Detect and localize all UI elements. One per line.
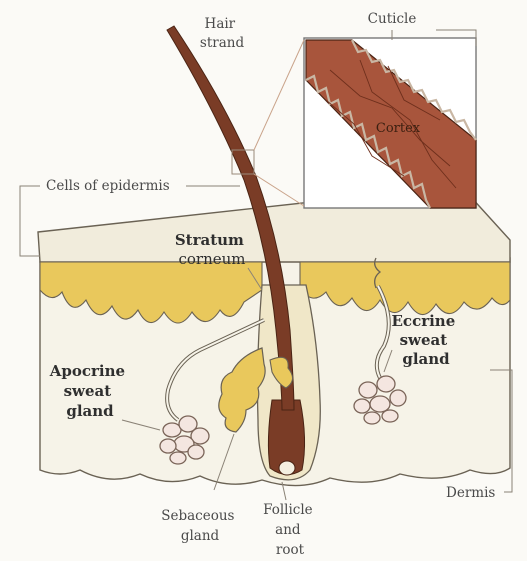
label-sebaceous-gland: Sebaceous gland: [161, 508, 239, 544]
label-dermis: Dermis: [446, 485, 495, 501]
label-cells-of-epidermis: Cells of epidermis: [46, 178, 170, 194]
zoom-line-top: [254, 40, 304, 150]
label-hair-strand: Hair strand: [200, 16, 245, 51]
label-cortex: Cortex: [376, 121, 421, 136]
label-cuticle: Cuticle: [368, 11, 417, 27]
label-follicle-and-root: Follicle and root: [263, 502, 317, 558]
dermal-papilla: [279, 461, 295, 475]
label-stratum-corneum: Stratum corneum: [175, 231, 249, 268]
